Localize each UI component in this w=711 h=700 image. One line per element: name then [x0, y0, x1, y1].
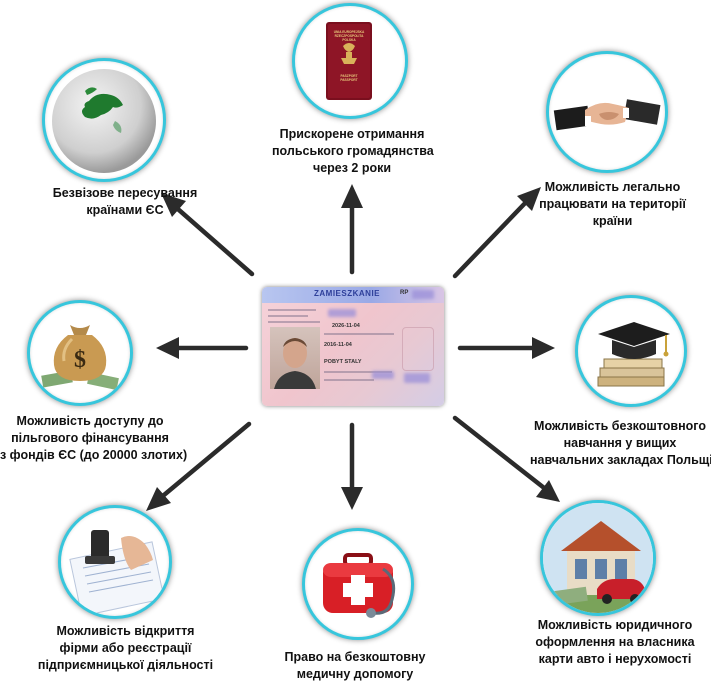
- arrowhead-up-right: [517, 187, 541, 211]
- card-header-band: [262, 287, 444, 303]
- person-photo-icon: [274, 338, 316, 389]
- money-bag-icon: $: [41, 325, 119, 390]
- passport-text-5: PASSPORT: [340, 78, 358, 82]
- label-line: пільгового фінансування: [11, 431, 169, 445]
- label-business: Можливість відкриття фірми або реєстраці…: [33, 623, 218, 674]
- label-citizenship: Прискорене отримання польського громадян…: [272, 126, 434, 177]
- label-education: Можливість безкоштовного навчання у вищи…: [530, 418, 711, 469]
- stamp-circle: [58, 505, 172, 619]
- handshake-icon: [553, 99, 661, 131]
- arrowhead-right: [532, 337, 555, 359]
- card-redaction-right: [404, 373, 430, 383]
- label-line: фірми або реєстрації: [59, 641, 192, 655]
- passport-text-1: UNIA EUROPEJSKA: [333, 30, 365, 34]
- card-title: ZAMIESZKANIE: [314, 289, 380, 298]
- label-line: Право на безкоштовну: [284, 650, 426, 664]
- passport-text-4: PASZPORT: [340, 74, 358, 78]
- passport-text-2: RZECZPOSPOLITA: [334, 34, 364, 38]
- handshake-circle: [546, 51, 668, 173]
- medical-circle: [302, 528, 414, 640]
- label-line: навчальних закладах Польщі: [530, 453, 711, 467]
- card-date-2: 2016-11-04: [324, 342, 352, 348]
- label-line: працювати на території: [539, 197, 686, 211]
- arrowhead-left: [156, 337, 179, 359]
- house-car-icon: [543, 503, 653, 613]
- graduation-circle: [575, 295, 687, 407]
- label-line: Можливість легально: [544, 180, 681, 194]
- label-line: з фондів ЄС (до 20000 злотих): [0, 448, 188, 462]
- card-redaction-bottom: [372, 371, 394, 379]
- card-redaction-top: [412, 290, 434, 299]
- label-line: Прискорене отримання: [279, 127, 425, 141]
- label-line: навчання у вищих: [563, 436, 677, 450]
- label-line: медичну допомогу: [296, 667, 414, 681]
- house-circle: [540, 500, 656, 616]
- globe-circle: [42, 58, 166, 182]
- moneybag-circle: $: [27, 300, 133, 406]
- arrowhead-up: [341, 184, 363, 208]
- label-line: польського громадянства: [272, 144, 434, 158]
- card-photo: [270, 327, 320, 389]
- label-visa-free: Безвізове пересування країнами ЄС: [30, 185, 220, 219]
- graduation-cap-icon: [597, 322, 670, 387]
- arrowhead-down-right: [536, 480, 560, 502]
- label-line: оформлення на власника: [535, 635, 695, 649]
- label-work: Можливість легально працювати на територ…: [525, 179, 700, 230]
- label-line: Можливість безкоштовного: [534, 419, 706, 433]
- arrow-up-left: [168, 200, 255, 277]
- label-line: через 2 роки: [312, 161, 392, 175]
- label-funding: Можливість доступу до пільгового фінансу…: [0, 413, 188, 464]
- card-line: [324, 371, 392, 373]
- card-line: [324, 333, 394, 335]
- passport-text-3: POLSKA: [342, 38, 356, 42]
- card-name: POBYT STALY: [324, 359, 362, 365]
- label-property: Можливість юридичного оформлення на влас…: [525, 617, 705, 668]
- label-line: Можливість відкриття: [56, 624, 195, 638]
- label-line: підприємницької діяльності: [37, 658, 214, 672]
- passport-icon: [326, 22, 372, 100]
- label-line: Безвізове пересування: [52, 186, 198, 200]
- card-line: [268, 321, 320, 323]
- label-line: країнами ЄС: [86, 203, 164, 217]
- label-line: карти авто і нерухомості: [538, 652, 692, 666]
- arrowhead-down-left: [146, 487, 171, 511]
- label-line: Можливість доступу до: [16, 414, 164, 428]
- card-line: [268, 309, 316, 311]
- svg-text:$: $: [74, 347, 86, 373]
- card-emblem: [402, 327, 434, 371]
- arrow-up-right: [452, 195, 533, 279]
- stamp-document-icon: [69, 530, 165, 616]
- card-line: [268, 315, 308, 317]
- globe-europe-icon: [52, 69, 156, 173]
- card-date-1: 2026-11-04: [332, 323, 360, 329]
- arrow-down-left: [155, 421, 252, 503]
- arrow-down-right: [452, 415, 551, 494]
- passport-circle: UNIA EUROPEJSKA RZECZPOSPOLITA POLSKA PA…: [292, 3, 408, 119]
- card-code: RP: [400, 290, 409, 296]
- residence-card: ZAMIESZKANIE RP 2026-11-04 2016-11-04 PO…: [262, 287, 444, 406]
- arrowhead-down: [341, 487, 363, 510]
- card-redaction-mid: [328, 309, 356, 317]
- label-medical: Право на безкоштовну медичну допомогу: [280, 649, 430, 683]
- card-line: [324, 379, 374, 381]
- first-aid-kit-icon: [323, 553, 396, 618]
- label-line: країни: [592, 214, 633, 228]
- arrowhead-up-left: [161, 193, 186, 217]
- label-line: Можливість юридичного: [537, 618, 693, 632]
